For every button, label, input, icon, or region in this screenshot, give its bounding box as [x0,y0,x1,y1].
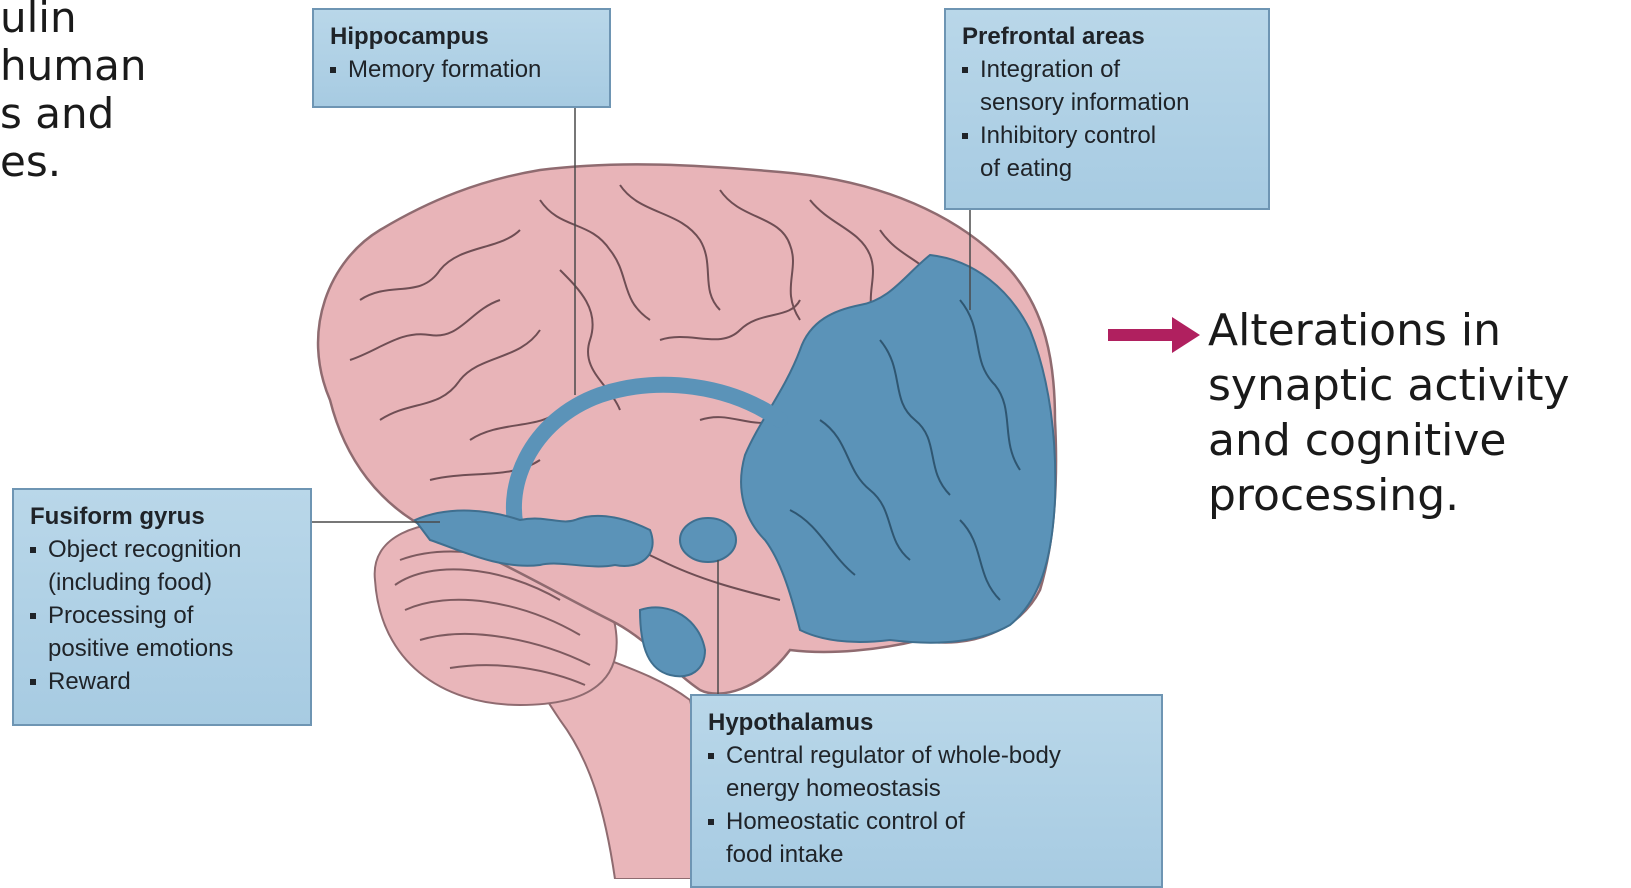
prefrontal-item: Inhibitory control of eating [962,119,1254,185]
hypothalamus-label-box: Hypothalamus Central regulator of whole-… [690,694,1163,888]
fusiform-item: Object recognition (including food) [30,533,296,599]
hippocampus-title: Hippocampus [330,20,595,53]
hypothalamus-items: Central regulator of whole-body energy h… [708,739,1147,871]
fusiform-items: Object recognition (including food) Proc… [30,533,296,698]
prefrontal-title: Prefrontal areas [962,20,1254,53]
hypothalamus-highlight [680,518,736,562]
callout-text: Alterations in synaptic activity and cog… [1208,303,1570,523]
fusiform-title: Fusiform gyrus [30,500,296,533]
callout-line: synaptic activity [1208,358,1570,413]
prefrontal-item-text: Integration of sensory information [980,56,1189,116]
hippocampus-item: Memory formation [330,53,595,86]
prefrontal-item: Integration of sensory information [962,53,1254,119]
hypothalamus-item-text: Homeostatic control of food intake [726,808,965,868]
fusiform-item-text: Processing of positive emotions [48,602,233,662]
callout-line: processing. [1208,468,1570,523]
hypothalamus-item-text: Central regulator of whole-body energy h… [726,742,1061,802]
prefrontal-items: Integration of sensory information Inhib… [962,53,1254,185]
hypothalamus-item: Central regulator of whole-body energy h… [708,739,1147,805]
fusiform-item: Processing of positive emotions [30,599,296,665]
hypothalamus-title: Hypothalamus [708,706,1147,739]
right-arrow-icon [1108,315,1202,355]
hypothalamus-item: Homeostatic control of food intake [708,805,1147,871]
fusiform-item-text: Reward [48,668,131,695]
fusiform-item: Reward [30,665,296,698]
callout: Alterations in synaptic activity and cog… [1108,303,1570,523]
fusiform-item-text: Object recognition (including food) [48,536,241,596]
callout-line: and cognitive [1208,413,1570,468]
prefrontal-item-text: Inhibitory control of eating [980,122,1156,182]
hippocampus-items: Memory formation [330,53,595,86]
fusiform-label-box: Fusiform gyrus Object recognition (inclu… [12,488,312,726]
hippocampus-label-box: Hippocampus Memory formation [312,8,611,108]
hippocampus-item-text: Memory formation [348,56,541,83]
prefrontal-label-box: Prefrontal areas Integration of sensory … [944,8,1270,210]
callout-line: Alterations in [1208,303,1570,358]
